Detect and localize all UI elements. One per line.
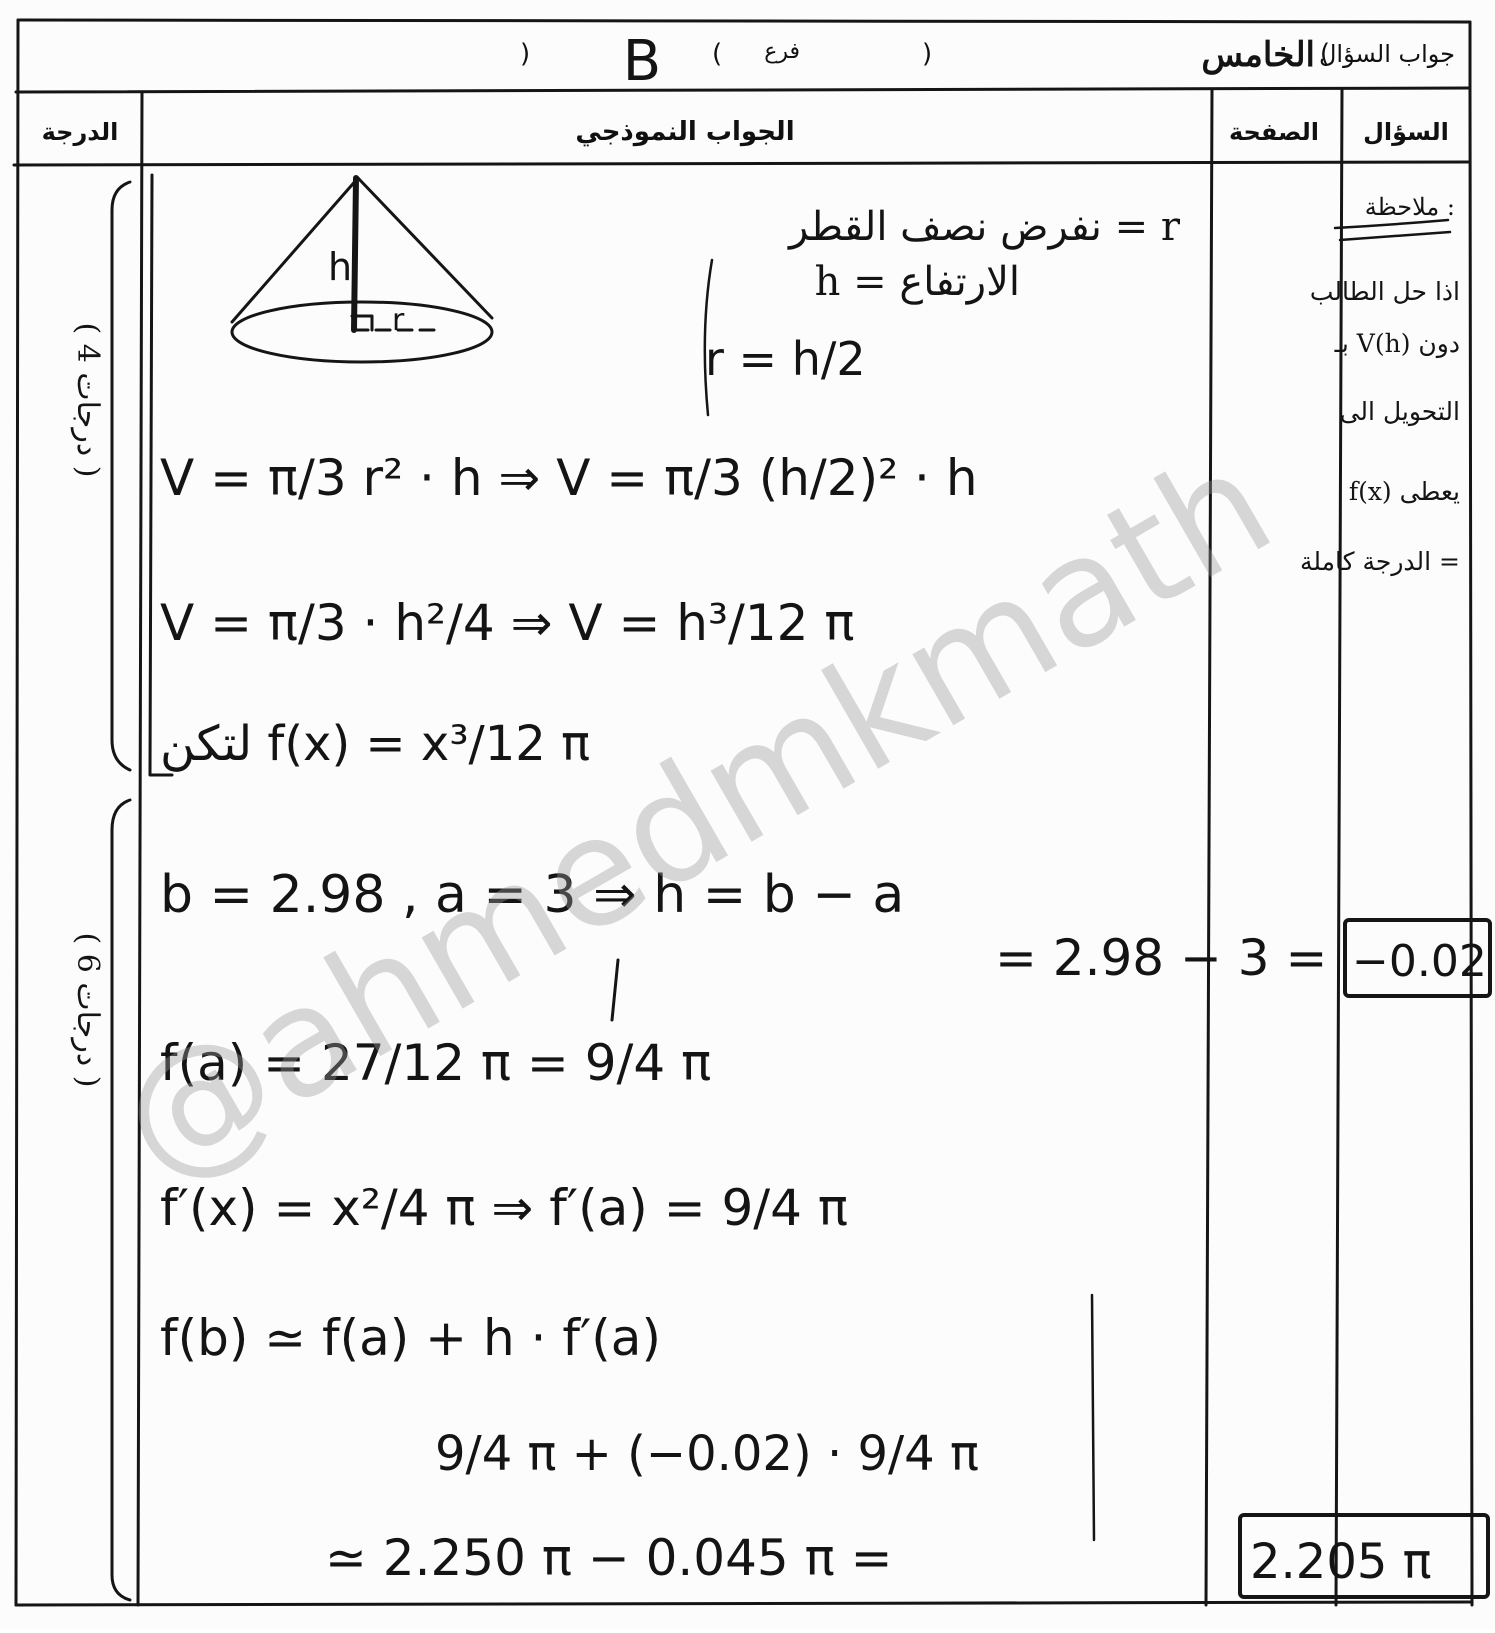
paren-open-1: ( — [1320, 39, 1330, 69]
brace-part2 — [110, 798, 132, 1602]
note-block: ملاحظة : اذا حل الطالب بـ V(h) دون التحو… — [1300, 193, 1460, 577]
table-frame — [12, 18, 1474, 1607]
part2-line-7: ≃ 2.250 π − 0.045 π = — [325, 1529, 893, 1587]
note-title: ملاحظة : — [1365, 193, 1455, 221]
pen-stroke — [610, 958, 620, 1022]
part2-line-1: b = 2.98 , a = 3 ⇒ h = b − a — [160, 865, 904, 925]
note-line-3: التحويل الى — [1340, 397, 1460, 427]
watermark-text: @ahmedmkmath — [90, 417, 1299, 1215]
question-label: جواب السؤال — [1319, 40, 1455, 68]
part2-line-2: = 2.98 − 3 = — [995, 929, 1327, 987]
header-question: السؤال — [1363, 118, 1449, 146]
part1-line-3: لتكن f(x) = x³/12 π — [160, 716, 590, 772]
part2-line-4: f′(x) = x²/4 π ⇒ f′(a) = 9/4 π — [160, 1179, 848, 1237]
note-line-5: الدرجة كاملة = — [1300, 547, 1460, 577]
grade-part2-text: ( 6 درجات ) — [70, 933, 105, 1088]
cone-height-label: h — [328, 245, 352, 289]
grade-part1-text: ( 4 درجات ) — [70, 323, 105, 478]
branch-value: B — [623, 29, 661, 94]
brace-part1 — [110, 180, 132, 772]
assumption-2: h = الارتفاع — [815, 259, 1020, 305]
box-final — [1238, 1513, 1490, 1599]
paren-close-1: ) — [922, 39, 932, 69]
cone-radius-label: r — [392, 303, 405, 338]
part1-line-2: V = π/3 · h²/4 ⇒ V = h³/12 π — [160, 594, 854, 652]
part2-line-6: 9/4 π + (−0.02) · 9/4 π — [435, 1426, 979, 1482]
boxed-final-answer: 2.205 π — [1250, 1534, 1432, 1590]
grade-part2: ( 6 درجات ) — [70, 933, 105, 1088]
boxed-h-value: −0.02 — [1352, 936, 1487, 987]
header-page: الصفحة — [1229, 118, 1319, 146]
branch-label: فرع — [764, 39, 800, 64]
assumption-bracket — [703, 258, 714, 417]
header-grade: الدرجة — [42, 118, 119, 146]
cone-figure — [230, 175, 494, 364]
header-answer: الجواب النموذجي — [575, 117, 794, 147]
note-line-1: اذا حل الطالب — [1310, 277, 1460, 306]
paren-open-2: ( — [712, 39, 722, 69]
grade-part1: ( 4 درجات ) — [70, 323, 105, 478]
part1-bracket — [148, 173, 174, 777]
part2-line-5: f(b) ≃ f(a) + h · f′(a) — [160, 1309, 661, 1367]
watermark: @ahmedmkmath — [90, 417, 1299, 1215]
note-line-4: f(x) يعطى — [1349, 477, 1460, 506]
box-h-value — [1343, 918, 1492, 998]
paren-close-2: ) — [520, 39, 530, 69]
pen-stroke-2 — [1090, 1293, 1096, 1542]
assumption-1: نفرض نصف القطر = r — [787, 204, 1181, 250]
assumption-3: r = h/2 — [705, 332, 866, 386]
part2-line-3: f(a) = 27/12 π = 9/4 π — [160, 1034, 711, 1092]
note-line-2: بـ V(h) دون — [1334, 329, 1460, 359]
part1-line-1: V = π/3 r² · h ⇒ V = π/3 (h/2)² · h — [160, 449, 978, 507]
question-value: الخامس — [1201, 35, 1315, 75]
